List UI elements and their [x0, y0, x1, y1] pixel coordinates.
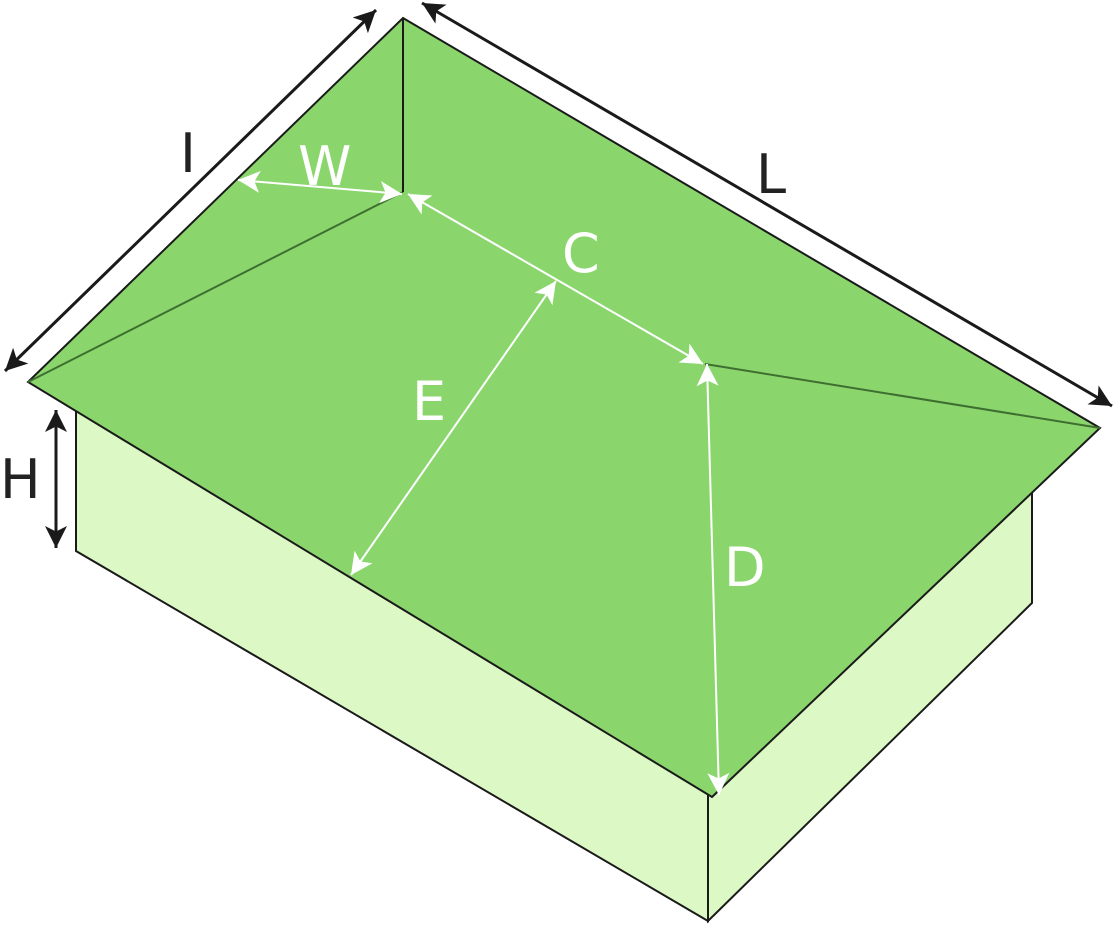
label-l: L: [756, 143, 786, 206]
dimension-i-arrow: [3, 8, 378, 373]
label-i: I: [180, 122, 196, 185]
label-e: E: [412, 370, 446, 433]
label-w: W: [298, 135, 351, 198]
label-h: H: [0, 448, 41, 511]
dimension-w-arrow: [237, 170, 403, 204]
dimension-d-arrow: [696, 363, 730, 796]
label-d: D: [724, 536, 766, 599]
dimension-c-arrow: [407, 193, 704, 365]
label-c: C: [562, 222, 600, 285]
dimension-e-arrow: [350, 280, 557, 576]
dimension-l-arrow: [421, 1, 1113, 408]
